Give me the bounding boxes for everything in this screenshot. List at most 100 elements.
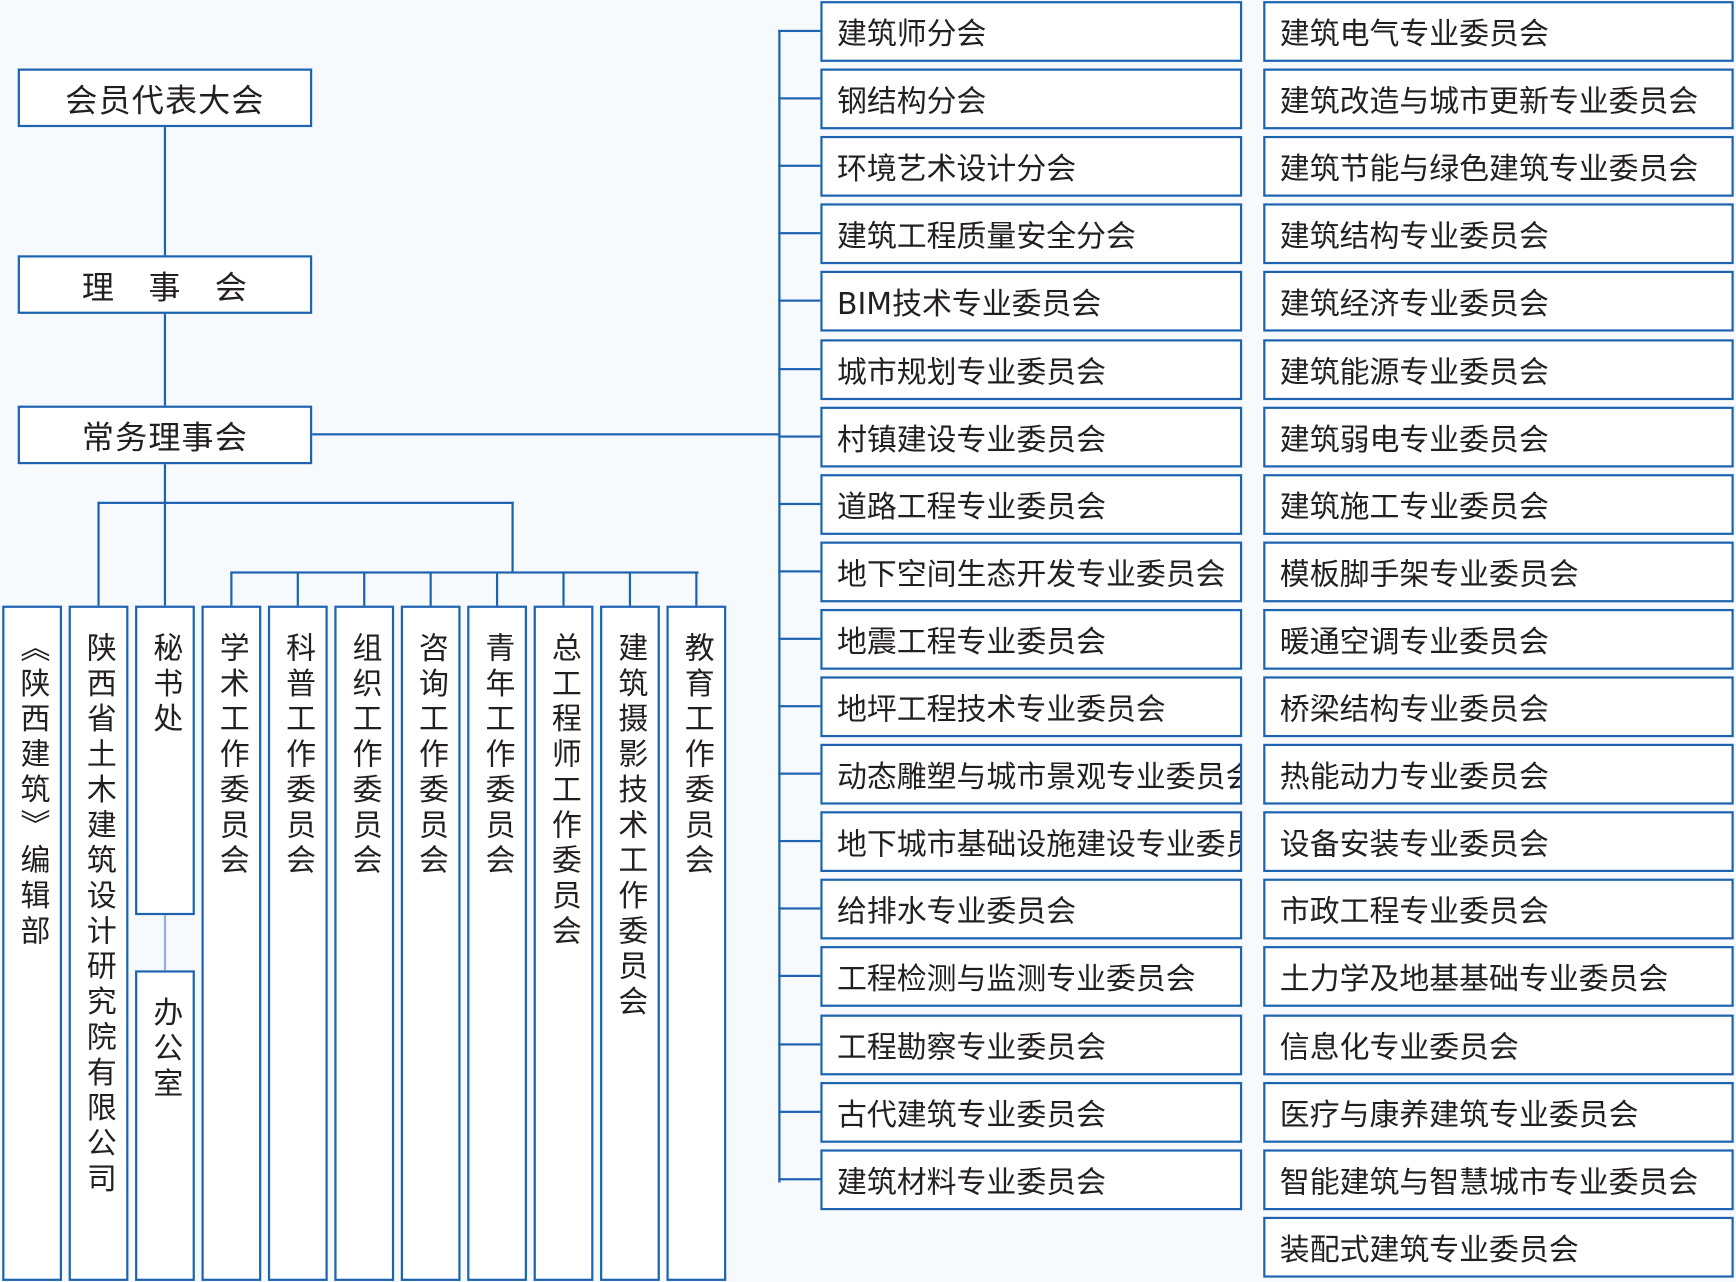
- connector-line: [778, 1042, 821, 1045]
- connector-line: [296, 572, 299, 606]
- department-box-label: 陕西省土木建筑设计研究院有限公司: [81, 632, 116, 1199]
- committee-box: 热能动力专业委员会: [1263, 743, 1734, 805]
- connector-line: [495, 572, 499, 606]
- committee-box: 建筑节能与绿色建筑专业委员会: [1263, 136, 1734, 197]
- department-box-label: 秘书处: [147, 632, 183, 739]
- committee-box: 模板脚手架专业委员会: [1263, 541, 1734, 603]
- assembly-label: 会员代表大会: [65, 81, 265, 119]
- department-box-label: 教育工作委员会: [679, 632, 714, 880]
- branch-box-label: 环境艺术设计分会: [836, 152, 1077, 187]
- connector-line: [778, 705, 821, 708]
- office-box: 办公室: [135, 970, 195, 1281]
- committee-box: 建筑经济专业委员会: [1263, 271, 1734, 332]
- connector-line: [778, 907, 821, 910]
- council-box: 理 事 会: [17, 255, 313, 314]
- connector-line: [695, 572, 698, 606]
- connector-line: [778, 1177, 821, 1181]
- department-box-label: 科普工作委员会: [280, 632, 315, 880]
- branch-box-label: 道路工程专业委员会: [836, 490, 1106, 525]
- office-label: 办公室: [147, 996, 183, 1103]
- committee-box-label: 设备安装专业委员会: [1279, 828, 1549, 863]
- connector-line: [778, 299, 821, 303]
- committee-box-label: 土力学及地基基础专业委员会: [1279, 963, 1669, 998]
- branch-box: BIM技术专业委员会: [820, 271, 1243, 332]
- committee-box-label: 建筑能源专业委员会: [1279, 355, 1549, 390]
- branch-box: 城市规划专业委员会: [820, 338, 1243, 400]
- committee-box: 建筑电气专业委员会: [1263, 1, 1734, 62]
- branch-box: 地坪工程技术专业委员会: [820, 676, 1243, 738]
- committee-box: 装配式建筑专业委员会: [1263, 1216, 1734, 1278]
- committee-box-label: 建筑施工专业委员会: [1279, 490, 1549, 525]
- connector-line: [778, 164, 821, 168]
- branch-box: 给排水专业委员会: [820, 878, 1243, 940]
- branch-box: 环境艺术设计分会: [820, 136, 1243, 197]
- committee-box: 建筑结构专业委员会: [1263, 203, 1734, 265]
- committee-box: 建筑改造与城市更新专业委员会: [1263, 68, 1734, 130]
- committee-box: 市政工程专业委员会: [1263, 878, 1734, 940]
- assembly-box: 会员代表大会: [17, 68, 313, 128]
- branch-box: 地下空间生态开发专业委员会: [820, 541, 1243, 603]
- branch-box-label: 地下空间生态开发专业委员会: [836, 557, 1226, 593]
- connector-line: [778, 772, 821, 775]
- branch-box-label: 村镇建设专业委员会: [836, 422, 1106, 458]
- department-box-label: 青年工作委员会: [479, 632, 515, 880]
- branch-box: 建筑工程质量安全分会: [820, 203, 1243, 265]
- committee-box-label: 建筑改造与城市更新专业委员会: [1279, 85, 1699, 120]
- connector-line: [778, 975, 821, 978]
- branch-box-label: 城市规划专业委员会: [836, 355, 1106, 390]
- branch-box: 古代建筑专业委员会: [820, 1081, 1243, 1143]
- connector-line: [511, 501, 514, 573]
- committee-box-label: 建筑经济专业委员会: [1279, 287, 1549, 323]
- committee-box-label: 模板脚手架专业委员会: [1279, 557, 1579, 593]
- branch-box-label: 建筑材料专业委员会: [836, 1165, 1106, 1200]
- department-box: 学术工作委员会: [201, 605, 262, 1281]
- connector-line: [562, 572, 565, 606]
- branch-box-label: 地震工程专业委员会: [836, 625, 1106, 660]
- branch-box: 建筑材料专业委员会: [820, 1149, 1243, 1210]
- committee-box: 智能建筑与智慧城市专业委员会: [1263, 1149, 1734, 1210]
- department-box-label: 《陕西建筑》编辑部: [14, 632, 50, 951]
- department-box-label: 咨询工作委员会: [413, 632, 448, 880]
- department-box: 建筑摄影技术工作委员会: [600, 605, 660, 1281]
- committee-box-label: 建筑弱电专业委员会: [1279, 422, 1549, 458]
- connector-line: [778, 570, 821, 573]
- department-box: 秘书处: [135, 605, 195, 916]
- department-box: 总工程师工作委员会: [533, 605, 594, 1281]
- committee-box: 建筑弱电专业委员会: [1263, 406, 1734, 468]
- branch-box-label: 古代建筑专业委员会: [836, 1098, 1106, 1133]
- branch-box: 道路工程专业委员会: [820, 473, 1243, 535]
- department-box: 教育工作委员会: [666, 605, 727, 1281]
- council-label: 理 事 会: [81, 268, 248, 306]
- department-box-label: 总工程师工作委员会: [546, 632, 581, 951]
- committee-box: 暖通空调专业委员会: [1263, 608, 1734, 670]
- connector-line: [163, 464, 167, 606]
- department-box: 科普工作委员会: [267, 605, 328, 1281]
- connector-line: [312, 433, 780, 436]
- connector-line: [778, 1110, 821, 1113]
- department-box-label: 建筑摄影技术工作委员会: [612, 632, 648, 1022]
- connector-line: [163, 127, 167, 256]
- branch-box: 村镇建设专业委员会: [820, 406, 1243, 468]
- committee-box-label: 热能动力专业委员会: [1279, 760, 1549, 795]
- connector-line: [230, 571, 699, 574]
- committee-box-label: 智能建筑与智慧城市专业委员会: [1279, 1165, 1699, 1200]
- branch-box: 工程勘察专业委员会: [820, 1014, 1243, 1075]
- connector-line: [778, 637, 821, 640]
- connector-line: [778, 232, 821, 235]
- committee-box-label: 建筑电气专业委员会: [1279, 17, 1549, 52]
- branch-box: 地震工程专业委员会: [820, 608, 1243, 670]
- committee-box-label: 信息化专业委员会: [1279, 1030, 1519, 1065]
- branch-box: 工程检测与监测专业委员会: [820, 946, 1243, 1008]
- branch-box: 建筑师分会: [820, 1, 1243, 62]
- branch-box: 动态雕塑与城市景观专业委员会: [820, 743, 1243, 805]
- branch-box-label: BIM技术专业委员会: [836, 287, 1102, 323]
- branch-box-label: 给排水专业委员会: [836, 895, 1077, 930]
- connector-line: [97, 501, 514, 504]
- connector-line: [778, 840, 821, 843]
- connector-line: [778, 97, 821, 100]
- branch-box-label: 工程检测与监测专业委员会: [836, 963, 1196, 998]
- branch-box-label: 动态雕塑与城市景观专业委员会: [836, 760, 1243, 795]
- connector-line: [163, 313, 167, 406]
- committee-box: 建筑能源专业委员会: [1263, 338, 1734, 400]
- branch-box-label: 工程勘察专业委员会: [836, 1030, 1106, 1065]
